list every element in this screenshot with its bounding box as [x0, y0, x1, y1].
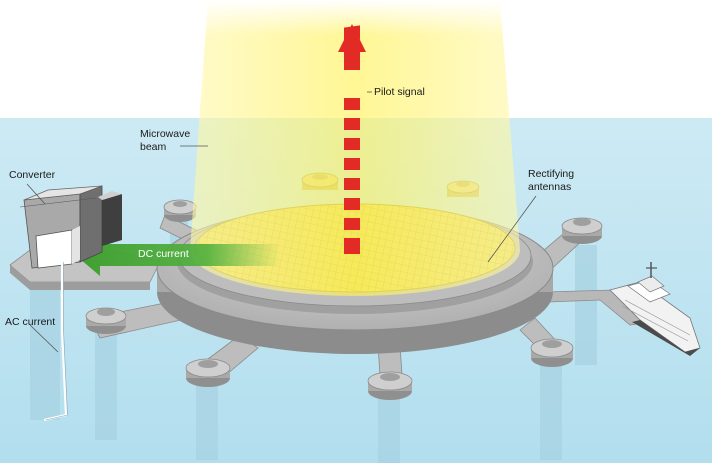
- converter-building: [19, 185, 122, 269]
- pilot-signal-label: Pilot signal: [374, 86, 425, 98]
- microwave-beam-label-line2: beam: [140, 141, 167, 153]
- ac-current-label: AC current: [5, 316, 56, 328]
- rectifying-antennas-label-line2: antennas: [528, 181, 572, 193]
- ship: [609, 262, 701, 356]
- leader-lines: [26, 91, 537, 353]
- dc-current-arrow: [73, 232, 280, 276]
- rectifying-antennas-label-line1: Rectifying: [528, 168, 575, 180]
- ac-current-cable: [43, 262, 68, 422]
- dc-current-label: DC current: [138, 248, 189, 260]
- pilot-signal-arrow: [338, 24, 366, 254]
- microwave-beam-label-line1: Microwave: [140, 128, 191, 140]
- converter-label: Converter: [9, 169, 56, 181]
- underwater-pylons: [30, 215, 597, 463]
- pylon-caps: [85, 199, 603, 400]
